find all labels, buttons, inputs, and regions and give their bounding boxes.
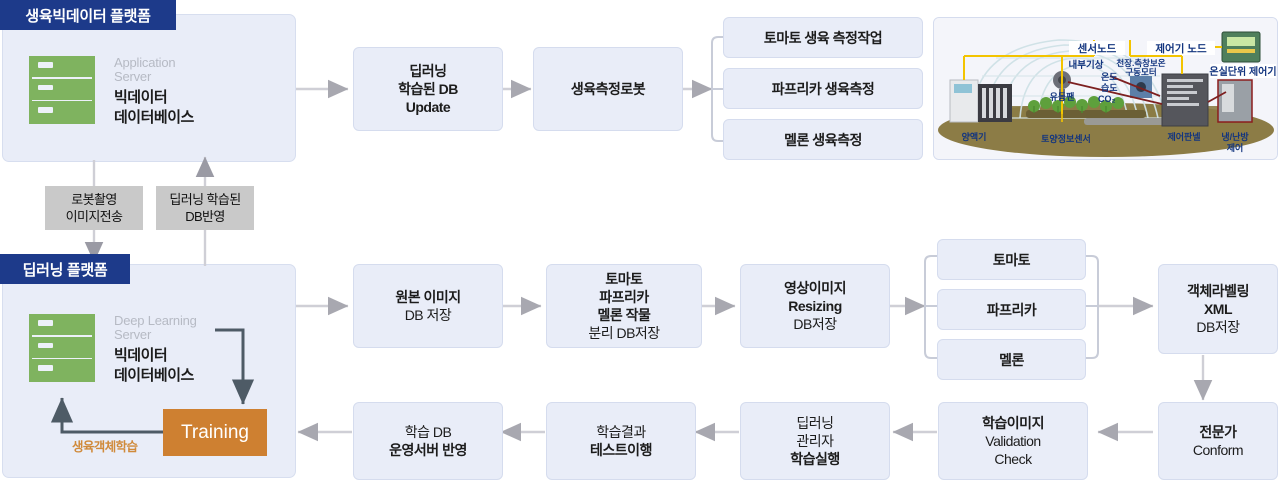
label-hvac-line1: 냉/난방 xyxy=(1221,131,1249,142)
flow-label-line2: 이미지전송 xyxy=(65,209,123,224)
server-label-deep-learning: Deep Learning Server 빅데이터 데이터베이스 xyxy=(114,314,197,385)
server-label-application: Application Server 빅데이터 데이터베이스 xyxy=(114,56,194,127)
box-line: 전문가 xyxy=(1199,424,1237,440)
process-box-crop-separation-db-save[interactable]: 토마토 파프리카 멜론 작물 분리 DB저장 xyxy=(546,264,702,348)
box-line: 학습된 DB xyxy=(398,81,458,97)
flow-label-line2: DB반영 xyxy=(185,209,225,224)
box-line: 멜론 xyxy=(999,351,1024,368)
flow-label-db-reflect: 딥러닝 학습된 DB반영 xyxy=(156,186,254,230)
label-hvac-line2: 제어 xyxy=(1227,142,1244,153)
box-line: 학습실행 xyxy=(790,451,840,467)
process-box-crop-paprika[interactable]: 파프리카 xyxy=(937,289,1086,330)
box-line: Validation xyxy=(985,433,1041,449)
box-line: Resizing xyxy=(788,298,842,314)
flow-label-line1: 딥러닝 학습된 xyxy=(169,192,241,207)
server-sub-line2: Server xyxy=(114,69,152,84)
box-line: 멜론 생육측정 xyxy=(784,131,862,148)
training-loop-label: 생육객체학습 xyxy=(72,440,138,454)
server-main-line1: 빅데이터 xyxy=(114,89,168,106)
process-box-crop-melon[interactable]: 멜론 xyxy=(937,339,1086,380)
process-box-expert-conform[interactable]: 전문가 Conform xyxy=(1158,402,1278,480)
label-control-panel: 제어판넬 xyxy=(1167,131,1200,142)
box-line: 객체라벨링 xyxy=(1187,283,1249,299)
label-roof-motor-line2: 구동모터 xyxy=(1125,67,1156,77)
process-box-melon-growth-measure[interactable]: 멜론 생육측정 xyxy=(723,119,923,160)
box-line: 파프리카 생육측정 xyxy=(771,80,875,97)
server-sub-line1: Application xyxy=(114,55,176,70)
process-box-paprika-growth-measure[interactable]: 파프리카 생육측정 xyxy=(723,68,923,109)
box-line: 분리 DB저장 xyxy=(588,325,660,341)
box-line: 파프리카 xyxy=(986,301,1037,318)
greenhouse-sensor-diagram: 센서노드 제어기 노드 온실단위 제어기 내부기상 온도 습도 CO₂ 천장.측… xyxy=(933,17,1278,160)
box-line: 토마토 xyxy=(992,251,1031,268)
process-box-object-labeling-xml[interactable]: 객체라벨링 XML DB저장 xyxy=(1158,264,1278,354)
process-box-original-image-db-save[interactable]: 원본 이미지 DB 저장 xyxy=(353,264,503,348)
server-sub-line1: Deep Learning xyxy=(114,313,197,328)
box-line: Update xyxy=(405,99,451,115)
label-co2: CO₂ xyxy=(1098,94,1116,104)
panel-tab-deep-learning-platform: 딥러닝 플랫폼 xyxy=(0,254,130,284)
label-nutrient-machine: 양액기 xyxy=(962,131,987,142)
server-main-line2: 데이터베이스 xyxy=(114,367,194,384)
server-icon xyxy=(29,314,95,382)
box-line: 멜론 작물 xyxy=(597,307,651,323)
box-line: DB저장 xyxy=(1196,319,1240,335)
label-sensor-node: 센서노드 xyxy=(1078,42,1117,55)
label-humidity: 습도 xyxy=(1101,82,1118,93)
box-line: DB저장 xyxy=(793,316,837,332)
box-line: 원본 이미지 xyxy=(395,289,461,305)
process-box-admin-training-run[interactable]: 딥러닝 관리자 학습실행 xyxy=(740,402,890,480)
label-soil-sensor: 토양정보센서 xyxy=(1041,133,1091,144)
training-box[interactable]: Training xyxy=(163,409,267,456)
server-main-line2: 데이터베이스 xyxy=(114,109,194,126)
label-temperature: 온도 xyxy=(1101,72,1118,82)
box-line: 딥러닝 xyxy=(409,63,447,79)
box-line: 영상이미지 xyxy=(784,280,846,296)
label-inner-weather: 내부기상 xyxy=(1069,59,1104,71)
label-greenhouse-controller: 온실단위 제어기 xyxy=(1209,65,1276,78)
box-line: 학습결과 xyxy=(596,424,646,440)
process-box-image-resizing-db-save[interactable]: 영상이미지 Resizing DB저장 xyxy=(740,264,890,348)
box-line: Conform xyxy=(1192,442,1244,458)
box-line: 학습 DB xyxy=(404,424,452,440)
process-box-growth-measure-robot[interactable]: 생육측정로봇 xyxy=(533,47,683,131)
box-line: 딥러닝 xyxy=(796,415,834,431)
process-box-training-image-validation-check[interactable]: 학습이미지 Validation Check xyxy=(938,402,1088,480)
box-line: 운영서버 반영 xyxy=(389,442,467,458)
box-line: 토마토 생육 측정작업 xyxy=(763,29,883,46)
label-roof-motor-line1: 천장.측창보온 xyxy=(1116,58,1165,68)
box-line: 생육측정로봇 xyxy=(570,81,646,97)
flow-label-line1: 로봇촬영 xyxy=(71,192,117,207)
label-circulation-fan: 유동팬 xyxy=(1050,91,1075,102)
label-controller-node: 제어기 노드 xyxy=(1155,42,1207,55)
process-box-crop-tomato[interactable]: 토마토 xyxy=(937,239,1086,280)
process-box-deeplearning-db-update[interactable]: 딥러닝 학습된 DB Update xyxy=(353,47,503,131)
box-line: Check xyxy=(994,451,1032,467)
box-line: 관리자 xyxy=(796,433,834,449)
box-line: XML xyxy=(1203,301,1233,317)
box-line: DB 저장 xyxy=(404,307,452,323)
box-line: 테스트이행 xyxy=(590,442,652,458)
panel-tab-growth-bigdata-platform: 생육빅데이터 플랫폼 xyxy=(0,0,176,30)
server-sub-line2: Server xyxy=(114,327,152,342)
box-line: 토마토 xyxy=(605,271,643,287)
flow-label-robot-capture: 로봇촬영 이미지전송 xyxy=(45,186,143,230)
server-icon xyxy=(29,56,95,124)
process-box-tomato-growth-measure-task[interactable]: 토마토 생육 측정작업 xyxy=(723,17,923,58)
box-line: 학습이미지 xyxy=(982,415,1044,431)
server-main-line1: 빅데이터 xyxy=(114,347,168,364)
process-box-training-db-to-ops-server[interactable]: 학습 DB 운영서버 반영 xyxy=(353,402,503,480)
process-box-training-result-test[interactable]: 학습결과 테스트이행 xyxy=(546,402,696,480)
box-line: 파프리카 xyxy=(599,289,649,305)
